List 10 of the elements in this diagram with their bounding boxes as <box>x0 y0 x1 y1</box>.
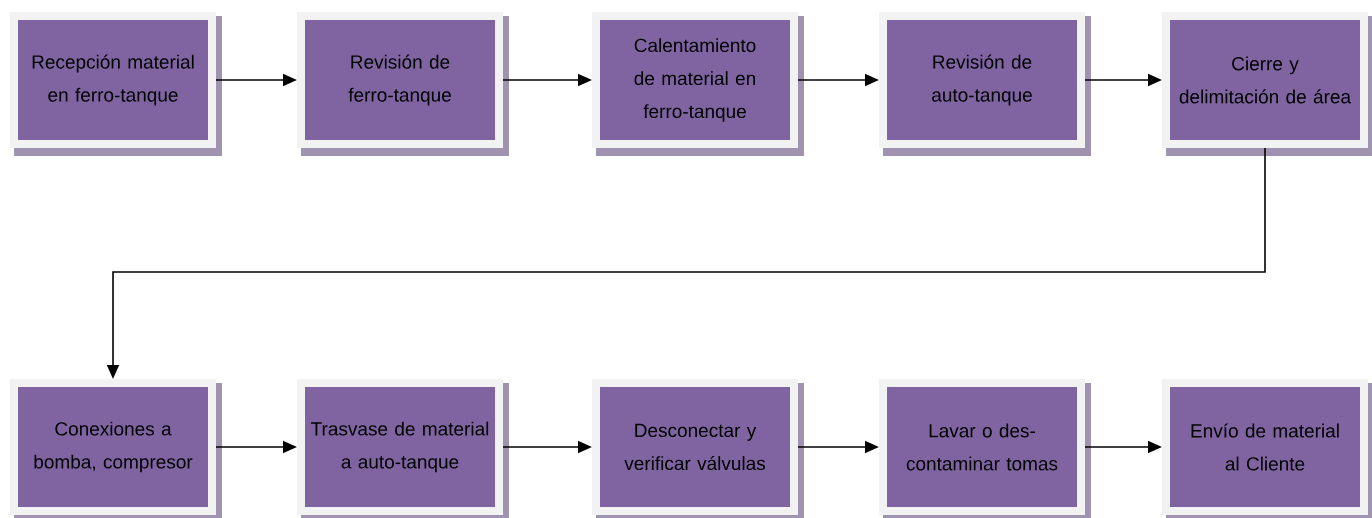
process-box: Lavar o des-contaminar tomas <box>879 379 1091 518</box>
process-box: Revisión de auto-tanque <box>879 12 1091 156</box>
process-box: Desconectar y verificar válvulas <box>592 379 804 518</box>
process-box: Cierre y delimitación de área <box>1162 12 1372 156</box>
process-box: Conexiones a bomba, compresor <box>10 379 222 518</box>
process-box: Trasvase de material a auto-tanque <box>297 379 509 518</box>
process-box: Revisión de ferro-tanque <box>297 12 509 156</box>
process-box: Recepción material en ferro-tanque <box>10 12 222 156</box>
process-box: Envío de material al Cliente <box>1162 379 1372 518</box>
process-box: Calentamiento de material en ferro-tanque <box>592 12 804 156</box>
